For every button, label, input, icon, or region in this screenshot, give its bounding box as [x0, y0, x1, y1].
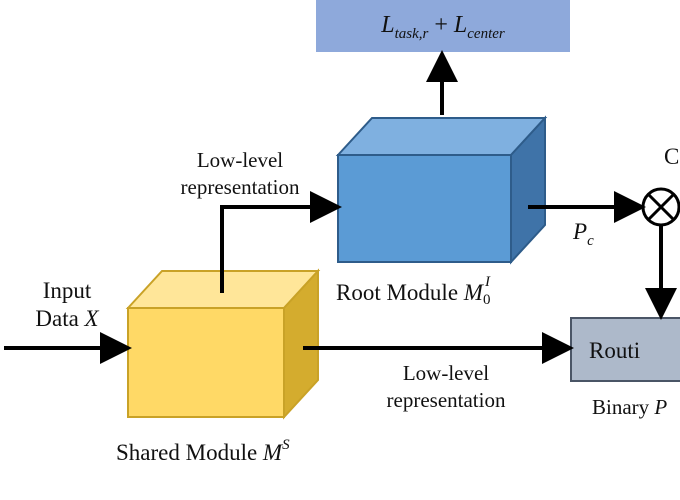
combine-operator-icon [641, 187, 680, 227]
low-level-arrow-to-root [220, 191, 342, 293]
pc-label: Pc [573, 218, 594, 255]
root-module-sub: 0 [482, 292, 491, 308]
loss-formula: Ltask,r + Lcenter [316, 11, 570, 48]
loss-task-subscript: task,r [394, 26, 429, 42]
low-level-top-line1: Low-level [196, 148, 284, 172]
operator-label-text: C [664, 144, 680, 169]
shared-module-var: M [262, 440, 283, 465]
binary-label: Binary P [592, 393, 667, 421]
pc-var: P [573, 219, 588, 244]
routing-box [570, 317, 680, 382]
loss-task-symbol: L [381, 12, 395, 38]
loss-center-subscript: center [467, 26, 505, 42]
input-label: Input Data X [12, 277, 122, 333]
input-label-line1: Input [42, 278, 92, 303]
root-module-text: Root Module [336, 280, 464, 305]
low-level-bottom-line1: Low-level [402, 361, 490, 385]
routing-label: Routi [589, 337, 640, 365]
loss-center-symbol: L [453, 12, 468, 38]
root-module-cube [335, 115, 548, 265]
shared-module-label: Shared Module MS [116, 431, 290, 467]
shared-module-sup: S [282, 437, 290, 453]
loss-plus: + [428, 12, 454, 38]
low-level-top-line2: representation [180, 175, 300, 199]
input-label-text: Data [35, 306, 85, 331]
root-module-front-face [337, 154, 512, 263]
routing-text: Routi [589, 338, 641, 363]
root-module-top-face [335, 117, 548, 156]
loss-box [316, 0, 570, 52]
input-label-line2: Data X [12, 305, 122, 333]
input-var: X [84, 306, 99, 331]
binary-var: P [654, 395, 668, 419]
low-level-top-label: Low-level representation [150, 147, 330, 201]
low-level-bottom-line2: representation [386, 388, 506, 412]
binary-text: Binary [592, 395, 655, 419]
operator-label: C [664, 143, 679, 171]
root-module-sup: I [484, 274, 490, 290]
shared-module-front-face [127, 307, 285, 418]
low-level-bottom-label: Low-level representation [356, 360, 536, 414]
root-module-var: M [463, 280, 483, 305]
pc-sub: c [587, 233, 594, 249]
shared-module-text: Shared Module [116, 440, 263, 465]
